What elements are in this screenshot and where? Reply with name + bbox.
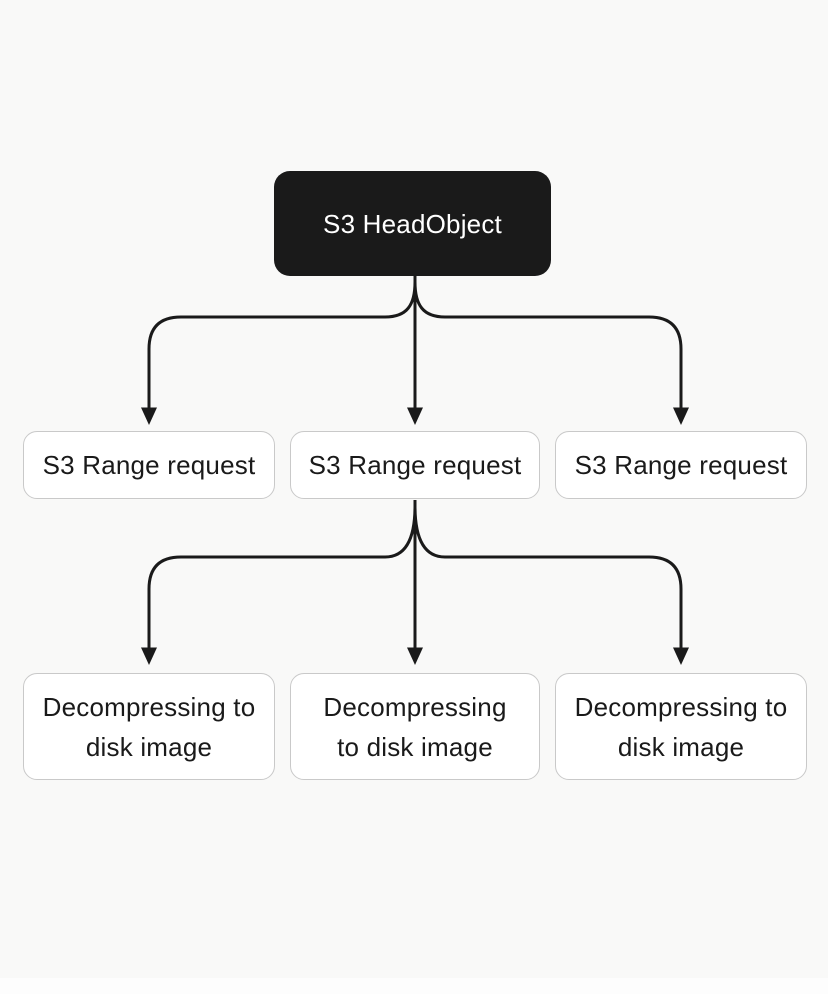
node-decompress-1: Decompressing to disk image [23, 673, 275, 780]
node-label: S3 Range request [308, 450, 522, 480]
node-label: S3 Range request [42, 450, 256, 480]
bottom-strip [0, 978, 828, 994]
node-label: Decompressing to disk image [323, 691, 507, 762]
node-label: Decompressing to disk image [574, 691, 788, 762]
node-s3-range-request-2: S3 Range request [290, 431, 540, 499]
node-label: S3 Range request [574, 450, 788, 480]
node-s3-range-request-1: S3 Range request [23, 431, 275, 499]
arrow-line-right [413, 505, 683, 648]
node-decompress-3: Decompressing to disk image [555, 673, 807, 780]
arrow-line-left [147, 505, 417, 648]
arrowhead-icon [673, 647, 689, 665]
node-decompress-2: Decompressing to disk image [290, 673, 540, 780]
node-s3-range-request-3: S3 Range request [555, 431, 807, 499]
arrow-line-left [147, 281, 417, 408]
arrowhead-icon [673, 407, 689, 425]
arrowhead-icon [407, 407, 423, 425]
arrowhead-icon [141, 647, 157, 665]
arrowhead-icon [141, 407, 157, 425]
node-s3-headobject: S3 HeadObject [274, 171, 551, 276]
node-label: S3 HeadObject [323, 208, 502, 239]
arrow-line-right [413, 281, 683, 408]
node-label: Decompressing to disk image [42, 691, 256, 762]
arrowhead-icon [407, 647, 423, 665]
